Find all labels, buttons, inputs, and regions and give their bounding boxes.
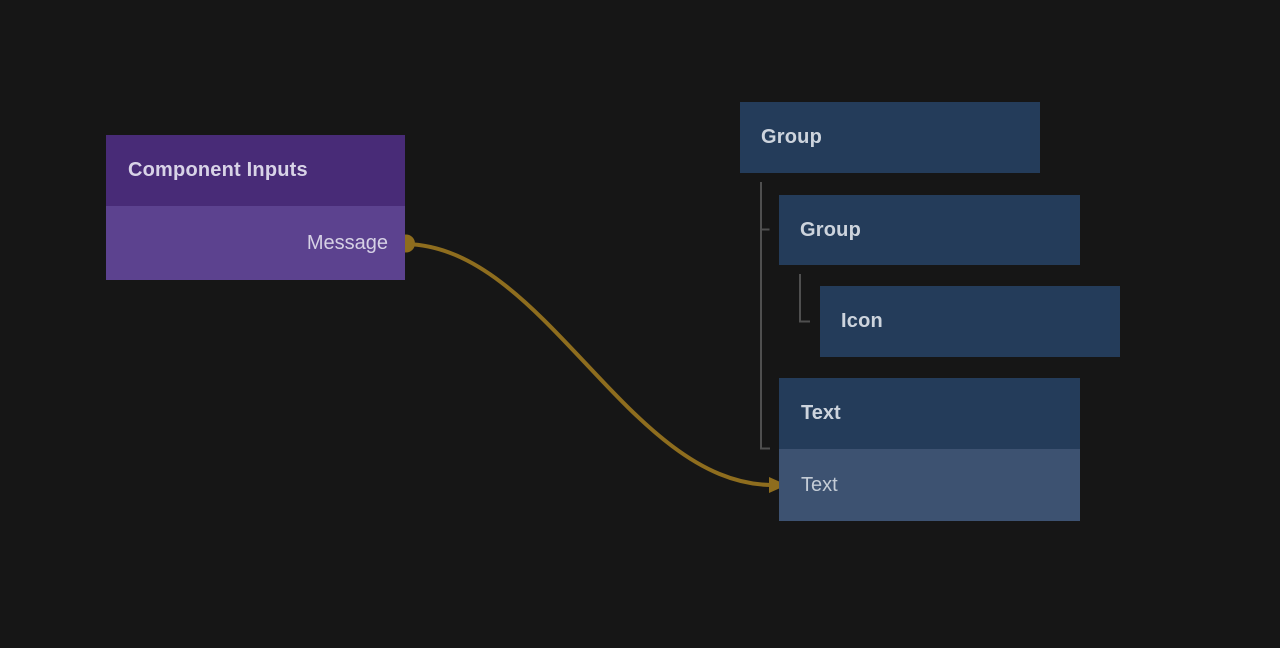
connection-edge-message-to-text[interactable] xyxy=(405,242,772,487)
tree-connector-root-trunk xyxy=(760,182,770,450)
component-inputs-header: Component Inputs xyxy=(106,135,405,206)
tree-node-text[interactable]: Text Text xyxy=(779,378,1080,521)
message-output-row[interactable]: Message xyxy=(106,206,405,280)
tree-node-text-header[interactable]: Text xyxy=(779,378,1080,449)
tree-node-group-child-label: Group xyxy=(800,218,861,241)
tree-node-text-header-label: Text xyxy=(801,402,841,424)
message-output-label: Message xyxy=(306,231,388,254)
tree-node-icon-label: Icon xyxy=(841,310,883,332)
tree-node-group-child[interactable]: Group xyxy=(779,195,1080,265)
component-inputs-title: Component Inputs xyxy=(128,159,308,181)
tree-node-icon[interactable]: Icon xyxy=(820,286,1120,357)
tree-connector-branch-to-icon xyxy=(799,274,810,323)
tree-node-group-root-label: Group xyxy=(761,126,822,148)
component-inputs-node[interactable]: Component Inputs Message xyxy=(106,135,405,280)
tree-node-text-selected-row-label: Text xyxy=(801,473,838,496)
tree-node-text-selected-row[interactable]: Text xyxy=(779,449,1080,521)
tree-node-group-root[interactable]: Group xyxy=(740,102,1040,173)
